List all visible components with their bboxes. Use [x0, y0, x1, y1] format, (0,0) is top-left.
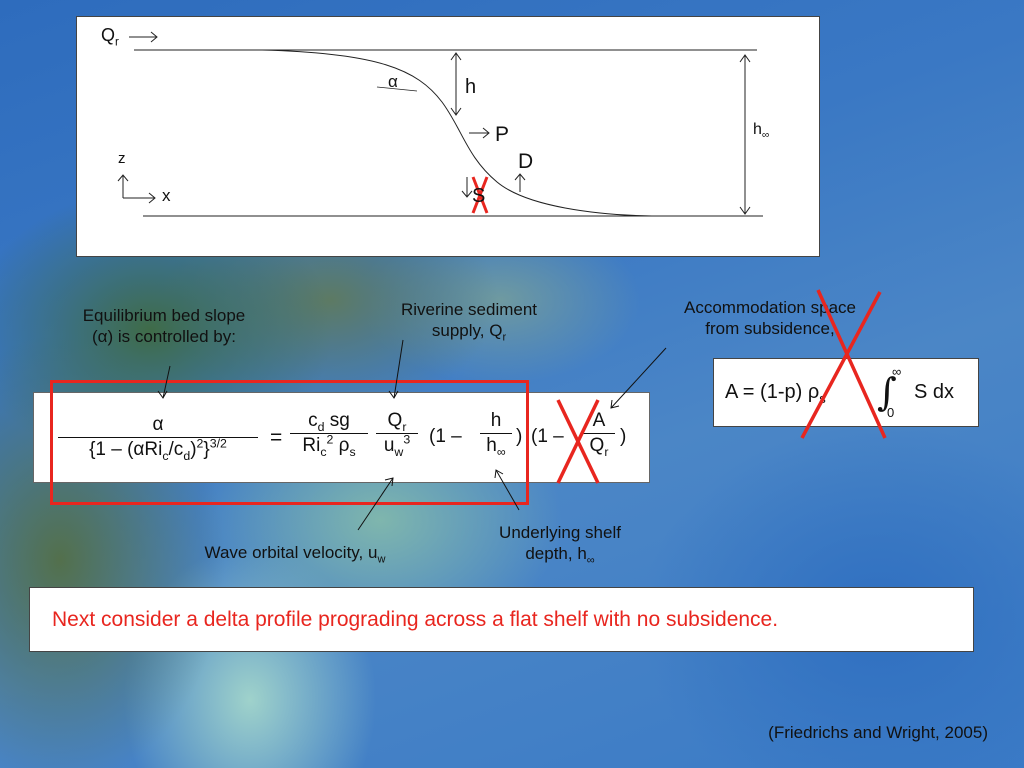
riverine-supply-label: Riverine sediment supply, Qr — [400, 300, 538, 344]
s-label: S — [472, 185, 486, 207]
x-label: x — [162, 186, 171, 205]
delta-profile-diagram: Qr α h P D S z x h∞ — [76, 16, 820, 257]
drag-fraction: cd sg Ric2 ρs — [290, 410, 368, 458]
shelf-depth-label: Underlying shelf depth, h∞ — [499, 523, 621, 567]
alpha-label: α — [388, 72, 398, 91]
d-label: D — [518, 150, 534, 173]
accommodation-fraction: A Qr — [583, 410, 615, 458]
note-box: Next consider a delta profile prograding… — [29, 587, 974, 652]
bed-slope-label: Equilibrium bed slope (α) is controlled … — [82, 306, 246, 346]
integrand: S dx — [914, 381, 955, 403]
h-label: h — [465, 76, 477, 98]
paren-open-2: (1 – — [531, 426, 564, 447]
depth-fraction: h h∞ — [480, 410, 512, 458]
cross-out-s-2 — [471, 176, 489, 214]
paren-open-1: (1 – — [429, 426, 462, 447]
accommodation-label: Accommodation space from subsidence, — [684, 298, 856, 338]
qr-label: Qr — [101, 25, 119, 49]
supply-fraction: Qr uw3 — [376, 410, 418, 458]
citation: (Friedrichs and Wright, 2005) — [768, 723, 988, 742]
note-text: Next consider a delta profile prograding… — [52, 608, 779, 631]
alpha-angle-line — [376, 86, 418, 92]
wave-velocity-label: Wave orbital velocity, uw — [204, 543, 386, 566]
lhs-fraction: α {1 – (αRic/cd)2}3/2 — [58, 414, 258, 462]
p-label: P — [495, 123, 510, 146]
paren-close-2: ) — [620, 426, 627, 447]
z-label: z — [118, 150, 126, 167]
integral-upper: ∞ — [892, 364, 902, 379]
integral-lower: 0 — [887, 405, 895, 420]
h-inf-label: h∞ — [753, 121, 770, 142]
subsidence-lhs: A = (1-p) ρs — [725, 381, 826, 406]
highlight-frame — [50, 380, 529, 505]
equals-sign: = — [270, 426, 283, 449]
delta-profile-curve — [261, 49, 653, 217]
paren-close-1: ) — [516, 426, 523, 447]
diagram-svg — [117, 31, 763, 217]
